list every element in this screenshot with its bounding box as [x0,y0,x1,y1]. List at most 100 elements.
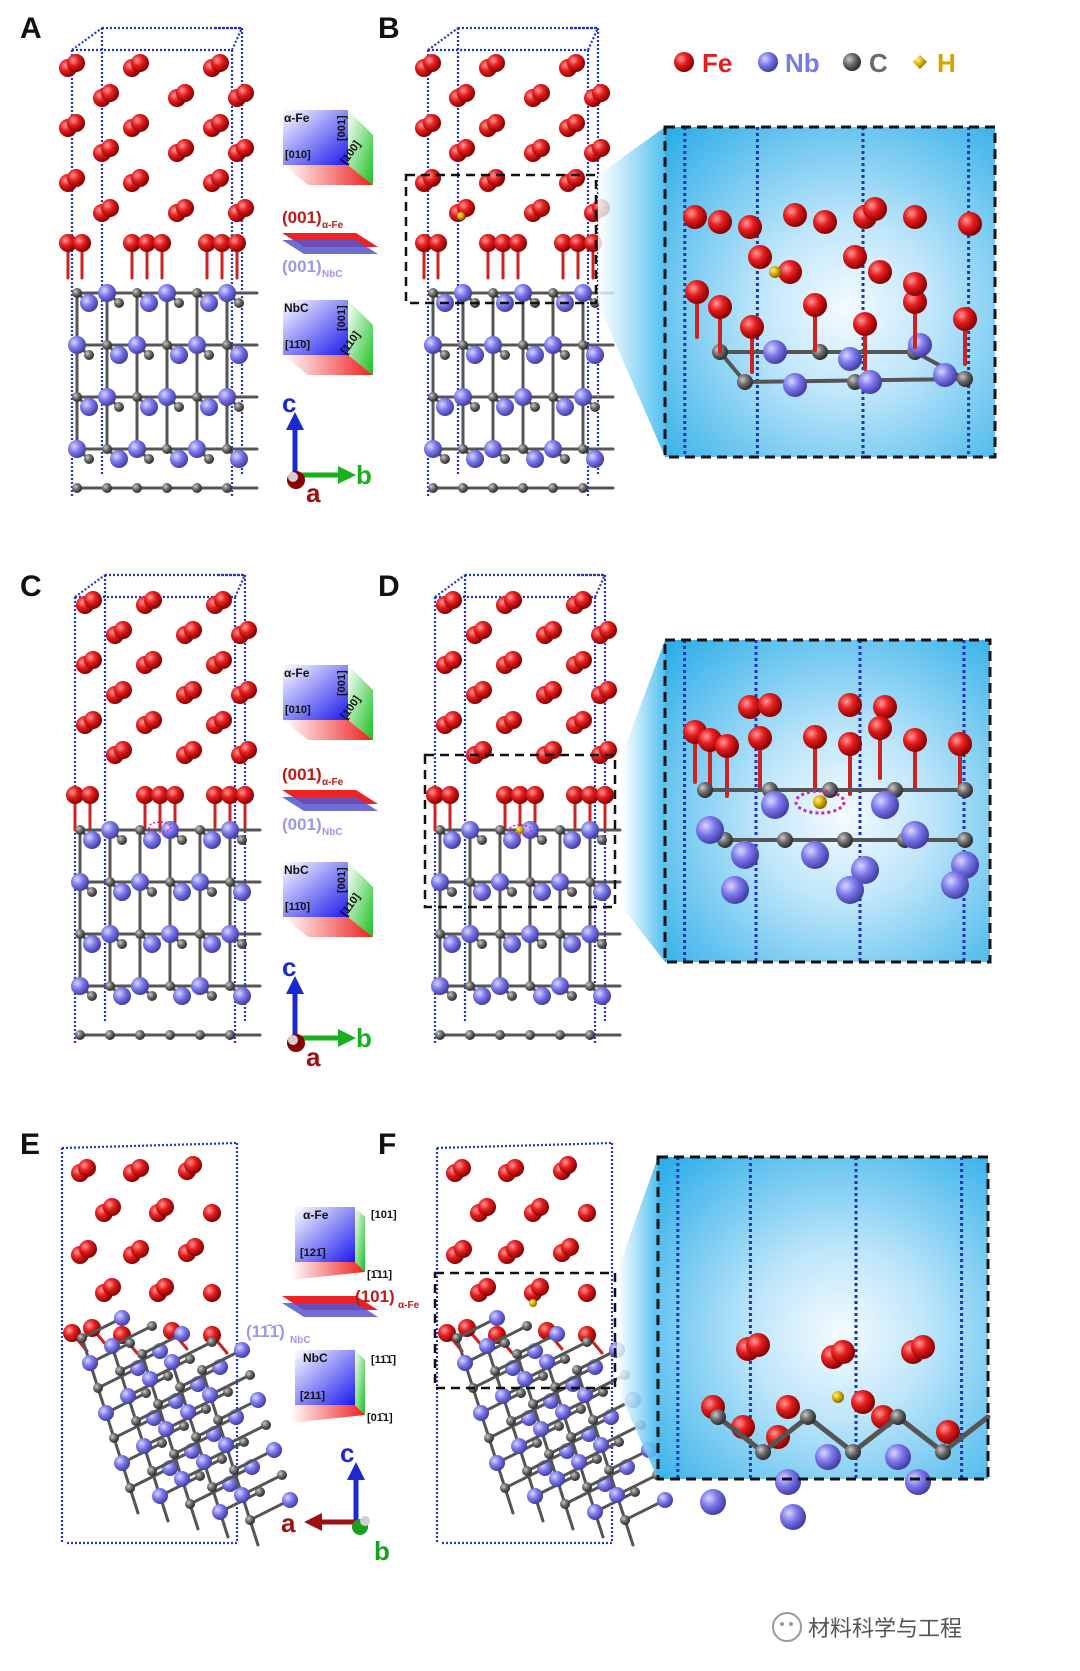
fe-atom [114,681,132,699]
fe-atom [59,234,77,252]
legend-fe-label: Fe [702,48,732,78]
nb-atom [491,873,509,891]
fe-atom [509,234,527,252]
nb-atom [555,1404,571,1420]
c-atom [590,402,600,412]
c-atom [195,1030,205,1040]
zoom-region-box [433,1271,617,1390]
zoom-background [665,127,995,457]
fe-atom [444,591,462,609]
fe-atom [67,54,85,72]
legend-h-swatch [913,55,927,69]
c-atom [560,1499,570,1509]
c-atom [435,825,445,835]
c-atom [737,374,753,390]
fe-atom [131,1240,149,1258]
nb-atom [431,873,449,891]
fe-atom [592,84,610,102]
nb-atom [593,883,611,901]
nb-atom [479,1338,495,1354]
fe-atom [156,1278,174,1296]
bond [760,1414,811,1455]
nb-atom [170,346,188,364]
fe-atom [186,1238,204,1256]
c-atom [102,483,112,493]
c-atom [204,454,214,464]
fe-atom [236,786,254,804]
c-atom [957,832,973,848]
nb-atom [454,388,472,406]
bond [895,1414,946,1455]
interface-planes: (001) α-Fe (001) NbC [282,208,378,280]
fe-atom [873,695,897,719]
c-atom [75,825,85,835]
c-atom [131,1416,141,1426]
fe-atom [103,1198,121,1216]
fe-atom [84,591,102,609]
c-atom [428,288,438,298]
c-atom [548,288,558,298]
c-atom [620,1515,630,1525]
c-atom [567,991,577,1001]
fe-atom [740,315,764,339]
c-atom [598,1387,608,1397]
fe-atom [184,741,202,759]
plane-nbc-label: (11̄1̄) [246,1322,285,1341]
nb-atom [549,1326,565,1342]
nb-atom [230,450,248,468]
panel-label-c: C [20,570,42,603]
c-atom [207,887,217,897]
axis-b-label: b [374,1536,390,1566]
c-atom [102,340,112,350]
c-atom [239,1437,249,1447]
c-atom [237,835,247,845]
c-atom [109,1433,119,1443]
legend-fe-swatch [674,52,694,72]
fe-atom [584,234,602,252]
c-atom [597,835,607,845]
fe-atom [863,197,887,221]
nb-atom [533,987,551,1005]
nb-atom [731,841,759,869]
fe-atom [685,280,709,304]
zoom-funnel [622,640,665,962]
c-atom [125,1483,135,1493]
legend-c-swatch [843,53,861,71]
fe-atom [426,786,444,804]
fe-atom [66,786,84,804]
nb-atom [454,284,472,302]
nb-atom [142,1371,158,1387]
fe-atom [851,1390,875,1414]
fe-atom [81,786,99,804]
c-atom [458,444,468,454]
nb-atom [234,1342,250,1358]
c-atom [117,939,127,949]
c-atom [800,1409,816,1425]
zoom-inset-b [598,125,997,459]
fe-atom [78,1159,96,1177]
c-atom [137,1349,147,1359]
unit-cell-edge [586,27,600,51]
fe-atom [592,139,610,157]
fe-atom [843,245,867,269]
fe-atom [84,711,102,729]
nb-atom [836,876,864,904]
nb-atom [191,873,209,891]
c-atom [530,402,540,412]
nb-atom [443,831,461,849]
fe-dir-right-top: [101] [371,1209,397,1221]
fe-atom [457,84,475,102]
nb-atom [212,1504,228,1520]
c-atom [144,454,154,464]
c-atom [500,1338,510,1348]
nb-atom [549,1471,565,1487]
fe-atom [574,591,592,609]
c-atom [195,825,205,835]
c-atom [225,877,235,887]
fe-atom [738,695,762,719]
nb-atom [203,831,221,849]
fe-atom [559,1156,577,1174]
nb-atom [203,935,221,953]
c-atom [185,1354,195,1364]
